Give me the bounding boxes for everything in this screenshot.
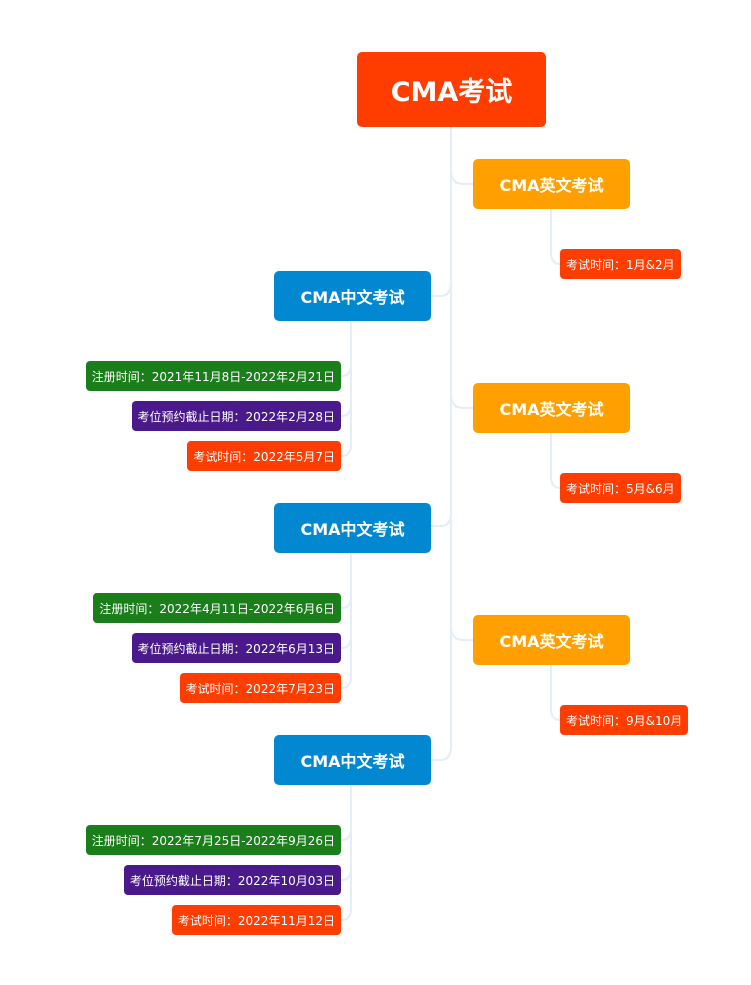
chinese-exam-node-3[interactable]: CMA中文考试 bbox=[274, 735, 431, 785]
english-exam-time-3[interactable]: 考试时间：9月&10月 bbox=[560, 705, 689, 735]
chinese-exam-time-3[interactable]: 考试时间：2022年11月12日 bbox=[171, 905, 341, 935]
chinese-exam-node-1[interactable]: CMA中文考试 bbox=[274, 271, 431, 321]
chinese-exam-time-2[interactable]: 考试时间：2022年7月23日 bbox=[179, 673, 341, 703]
english-exam-time-1[interactable]: 考试时间：1月&2月 bbox=[560, 249, 681, 279]
english-exam-node-2[interactable]: CMA英文考试 bbox=[473, 383, 630, 433]
root-node[interactable]: CMA考试 bbox=[357, 52, 546, 127]
chinese-register-time-3[interactable]: 注册时间：2022年7月25日-2022年9月26日 bbox=[85, 825, 341, 855]
chinese-register-time-1[interactable]: 注册时间：2021年11月8日-2022年2月21日 bbox=[85, 361, 341, 391]
chinese-booking-deadline-2[interactable]: 考位预约截止日期：2022年6月13日 bbox=[131, 633, 341, 663]
chinese-register-time-2[interactable]: 注册时间：2022年4月11日-2022年6月6日 bbox=[93, 593, 341, 623]
chinese-exam-node-2[interactable]: CMA中文考试 bbox=[274, 503, 431, 553]
chinese-booking-deadline-1[interactable]: 考位预约截止日期：2022年2月28日 bbox=[131, 401, 341, 431]
chinese-booking-deadline-3[interactable]: 考位预约截止日期：2022年10月03日 bbox=[123, 865, 341, 895]
english-exam-node-1[interactable]: CMA英文考试 bbox=[473, 159, 630, 209]
english-exam-time-2[interactable]: 考试时间：5月&6月 bbox=[560, 473, 681, 503]
english-exam-node-3[interactable]: CMA英文考试 bbox=[473, 615, 630, 665]
chinese-exam-time-1[interactable]: 考试时间：2022年5月7日 bbox=[187, 441, 341, 471]
